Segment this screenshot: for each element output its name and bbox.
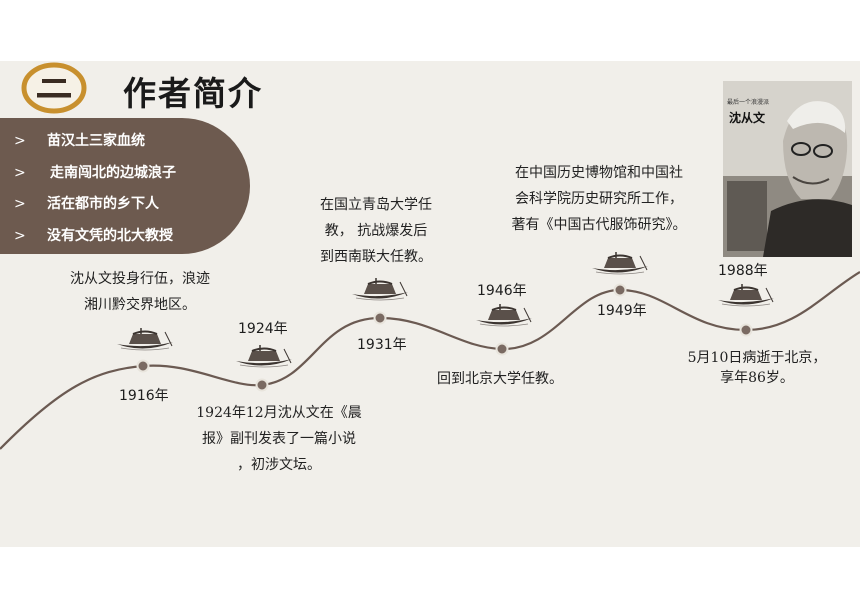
portrait-image — [723, 81, 852, 257]
portrait-caption: 沈从文 — [729, 111, 766, 125]
event-line: 5月10日病逝于北京， — [687, 350, 827, 366]
year-label: 1946年 — [477, 283, 527, 299]
year-label: 1931年 — [357, 337, 407, 353]
year-label: 1916年 — [119, 388, 169, 404]
event-line: 教， 抗战爆发后 — [324, 223, 428, 239]
event-text-1924: 1924年12月沈从文在《晨 报》副刊发表了一篇小说 ，初涉文坛。 — [176, 400, 382, 478]
year-label: 1924年 — [238, 321, 288, 337]
boat-icon — [591, 251, 649, 275]
event-text-1916: 沈从文投身行伍，浪迹 湘川黔交界地区。 — [50, 266, 230, 318]
event-line: 著有《中国古代服饰研究》。 — [511, 217, 687, 233]
timeline-dot[interactable] — [613, 283, 627, 297]
event-line: 会科学院历史研究所工作， — [515, 191, 683, 207]
event-line: 报》副刊发表了一篇小说 — [202, 431, 356, 447]
timeline-dot[interactable] — [373, 311, 387, 325]
event-line: 到西南联大任教。 — [320, 249, 432, 265]
event-text-1946: 回到北京大学任教。 — [420, 366, 580, 392]
event-line: 湘川黔交界地区。 — [84, 297, 196, 313]
boat-icon — [475, 303, 533, 327]
boat-icon — [235, 344, 293, 368]
menu-item-label: 活在都市的乡下人 — [47, 196, 159, 212]
event-line: ，初涉文坛。 — [237, 457, 321, 473]
event-text-1931: 在国立青岛大学任 教， 抗战爆发后 到西南联大任教。 — [294, 192, 458, 270]
menu-item-label: 走南闯北的边城浪子 — [50, 165, 176, 181]
topic-menu: > 苗汉土三家血统 > 走南闯北的边城浪子 > 活在都市的乡下人 > 没有文凭的… — [0, 118, 250, 254]
chevron-right-icon: > — [14, 165, 26, 181]
event-line: 在中国历史博物馆和中国社 — [515, 165, 683, 181]
boat-icon — [351, 277, 409, 301]
author-portrait: 最后一个浪漫派 沈从文 — [723, 81, 852, 257]
year-label: 1988年 — [718, 263, 768, 279]
event-text-1988: 5月10日病逝于北京， 享年86岁。 — [672, 348, 842, 388]
page-title: 作者简介 — [123, 74, 263, 113]
menu-item-label: 没有文凭的北大教授 — [47, 228, 173, 244]
event-line: 1924年12月沈从文在《晨 — [196, 405, 362, 421]
timeline-dot[interactable] — [255, 378, 269, 392]
timeline-dot[interactable] — [739, 323, 753, 337]
boat-icon — [717, 283, 775, 307]
event-text-1949: 在中国历史博物馆和中国社 会科学院历史研究所工作， 著有《中国古代服饰研究》。 — [484, 160, 714, 238]
portrait-subcaption: 最后一个浪漫派 — [727, 99, 770, 106]
chevron-right-icon: > — [14, 228, 26, 244]
chevron-right-icon: > — [14, 133, 26, 149]
boat-icon — [116, 327, 174, 351]
timeline-dot[interactable] — [136, 359, 150, 373]
event-line: 享年86岁。 — [720, 370, 794, 386]
event-line: 沈从文投身行伍，浪迹 — [70, 271, 210, 287]
timeline-dot[interactable] — [495, 342, 509, 356]
chevron-right-icon: > — [14, 196, 26, 212]
event-line: 回到北京大学任教。 — [437, 371, 563, 387]
section-badge — [21, 62, 87, 114]
menu-item-label: 苗汉土三家血统 — [47, 133, 145, 149]
event-line: 在国立青岛大学任 — [320, 197, 432, 213]
year-label: 1949年 — [597, 303, 647, 319]
